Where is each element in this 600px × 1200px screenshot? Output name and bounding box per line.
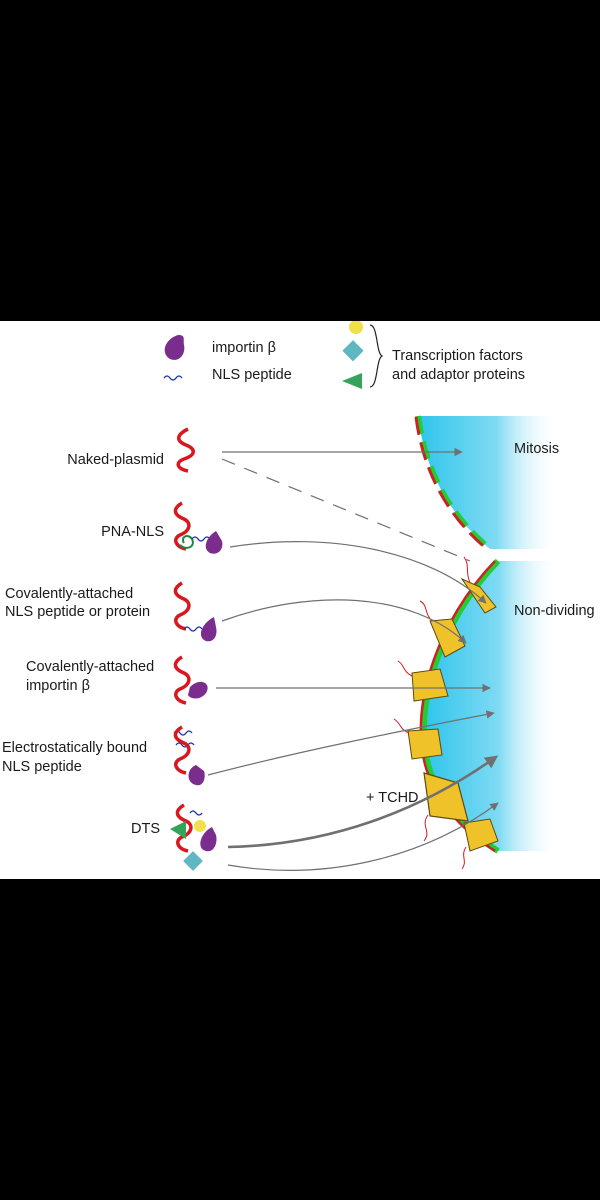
legend-nls-label: NLS peptide bbox=[212, 367, 292, 383]
nls-legend-icon bbox=[163, 375, 183, 381]
pna-nls-label: PNA-NLS bbox=[101, 524, 164, 540]
teal-factor-icon bbox=[342, 340, 364, 362]
electrostatic-nls-label-1: Electrostatically bound bbox=[2, 740, 148, 756]
legend-transcription-factors-label-2: and adaptor proteins bbox=[392, 367, 526, 383]
diagram-canvas bbox=[163, 321, 560, 871]
tchd-label: + TCHD bbox=[366, 790, 419, 806]
dts-construct bbox=[170, 803, 217, 871]
legend-brace bbox=[369, 324, 384, 388]
covalent-importin-label-2: importin β bbox=[26, 678, 90, 694]
pna-nls-construct bbox=[173, 501, 223, 554]
electrostatic-nls-label-2: NLS peptide bbox=[2, 759, 82, 775]
covalent-nls-construct bbox=[173, 581, 217, 642]
pathway-arrows bbox=[207, 447, 499, 871]
mitotic-nucleus bbox=[414, 415, 560, 552]
dts-label: DTS bbox=[131, 821, 160, 837]
covalent-importin-label-1: Covalently-attached bbox=[26, 659, 155, 675]
nuclear-pore-large bbox=[423, 772, 469, 842]
nuclear-pore-4 bbox=[393, 718, 443, 760]
yellow-factor-icon bbox=[349, 321, 363, 334]
figure-panel: importin β NLS peptide Transcription fac… bbox=[0, 321, 600, 879]
naked-plasmid-label: Naked-plasmid bbox=[67, 452, 164, 468]
non-dividing-label: Non-dividing bbox=[514, 603, 595, 619]
nuclear-pore-3 bbox=[397, 660, 449, 702]
covalent-nls-label-2: NLS peptide or protein bbox=[5, 604, 151, 620]
legend-importin-label: importin β bbox=[212, 340, 276, 356]
nuclear-pore-6 bbox=[461, 818, 499, 870]
electrostatic-nls-construct bbox=[173, 725, 205, 786]
covalent-importin-construct bbox=[173, 655, 208, 705]
importin-legend-icon bbox=[164, 335, 185, 360]
green-factor-icon bbox=[342, 373, 362, 389]
covalent-nls-label-1: Covalently-attached bbox=[5, 586, 134, 602]
naked-plasmid-dna bbox=[176, 427, 195, 473]
legend-transcription-factors-label-1: Transcription factors bbox=[392, 348, 523, 364]
mitosis-label: Mitosis bbox=[514, 441, 560, 457]
